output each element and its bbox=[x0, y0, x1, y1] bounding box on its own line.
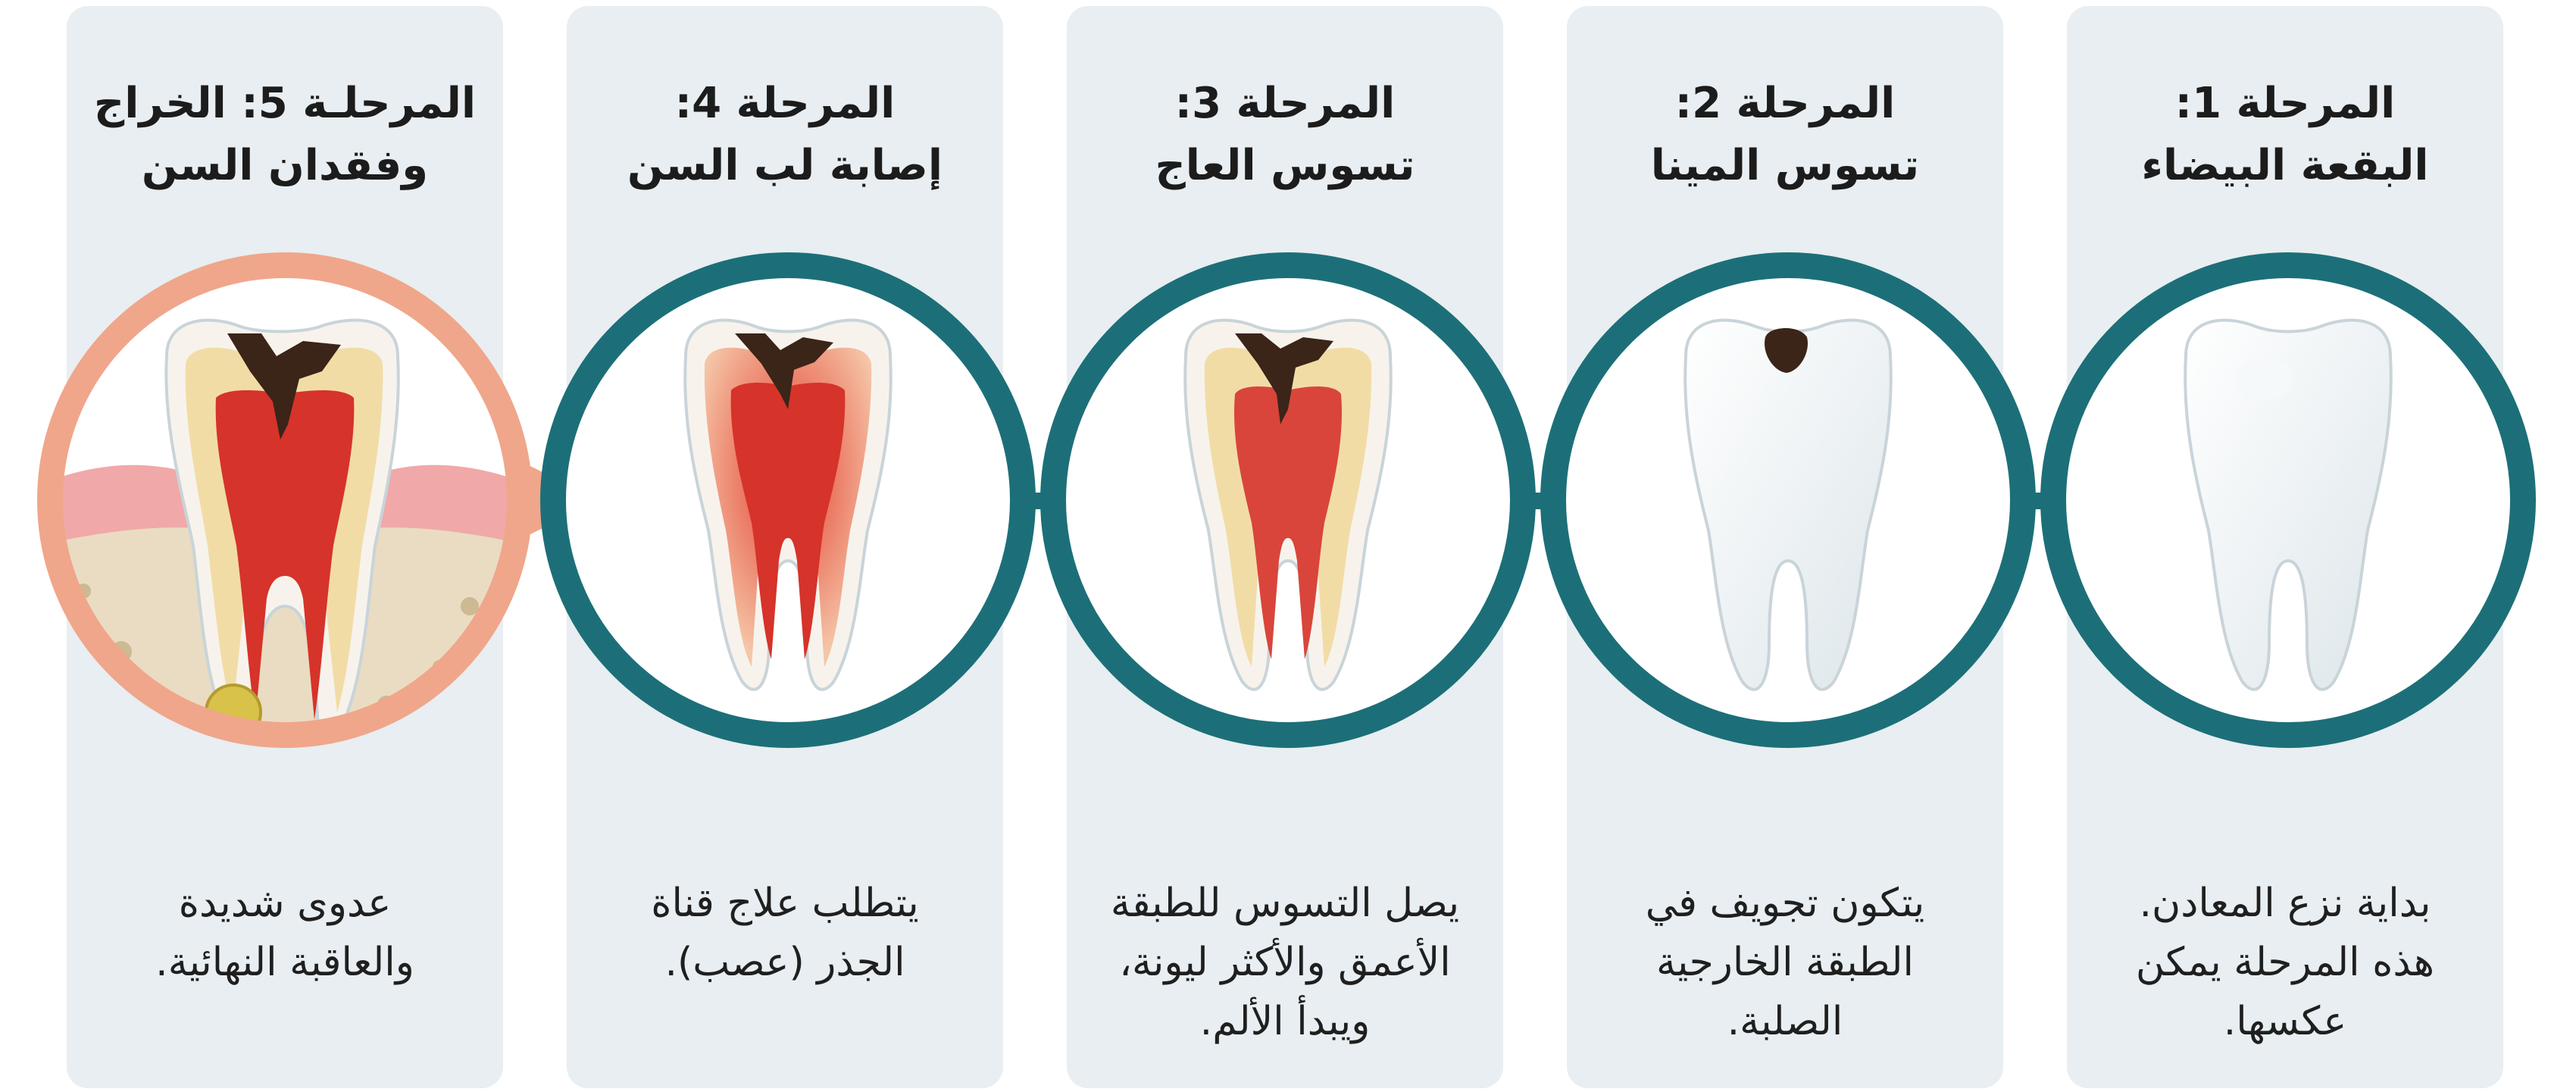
stage-2-illustration bbox=[1553, 265, 2023, 735]
stage-4-illustration bbox=[553, 265, 1023, 735]
stage-1-illustration bbox=[2053, 265, 2523, 735]
stage-5-illustration bbox=[38, 265, 538, 743]
white-spot bbox=[2235, 358, 2296, 400]
stage-3-illustration bbox=[1053, 265, 1523, 735]
